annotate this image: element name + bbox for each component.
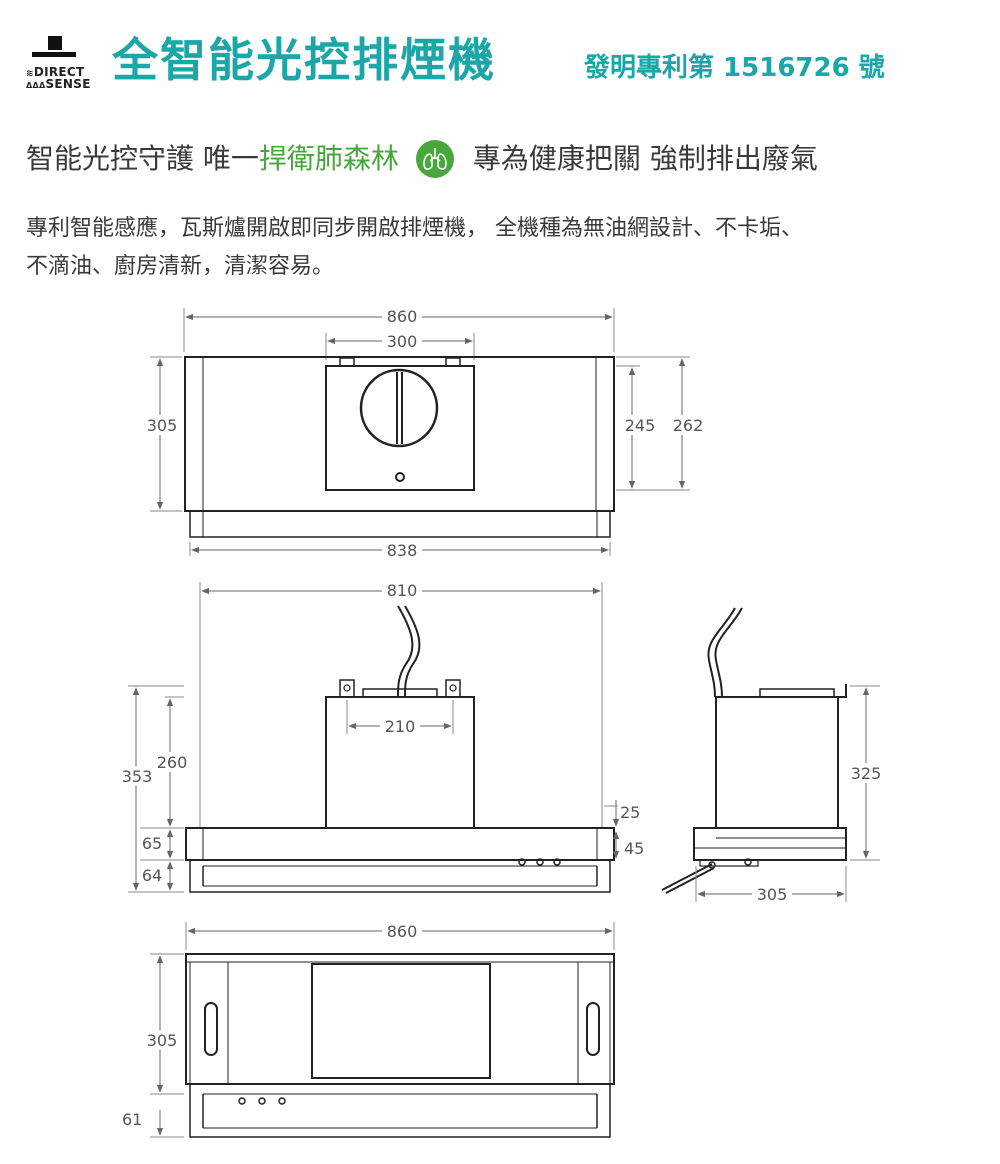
dim-65: 65 — [142, 834, 162, 853]
dim-305-top: 305 — [147, 416, 178, 435]
header: ≋DIRECT ΔΔΔSENSE 全智能光控排煙機 發明專利第 1516726 … — [24, 28, 984, 98]
logo-line1: ≋DIRECT — [26, 65, 85, 79]
bottom-view — [150, 922, 615, 1138]
dim-353: 353 — [122, 767, 153, 786]
side-view — [661, 607, 880, 902]
brand-logo-icon: ≋DIRECT ΔΔΔSENSE — [24, 34, 100, 90]
tagline-highlight: 捍衛肺森林 — [258, 142, 399, 175]
dim-860-top: 860 — [387, 307, 418, 326]
description-line1: 專利智能感應，瓦斯爐開啟即同步開啟排煙機， 全機種為無油網設計、不卡垢、 — [26, 216, 803, 241]
dim-305-bottom: 305 — [147, 1031, 178, 1050]
dim-305-side: 305 — [757, 885, 788, 904]
bottom-view-labels: 860 305 61 — [122, 921, 422, 1129]
tagline-left: 智能光控守護 唯一 — [26, 142, 259, 175]
dim-860-bottom: 860 — [387, 922, 418, 941]
technical-drawing: 860 300 305 245 262 838 — [118, 307, 884, 1138]
side-view-labels: 325 305 — [752, 763, 884, 905]
dim-245: 245 — [625, 416, 656, 435]
dim-262: 262 — [673, 416, 704, 435]
tagline: 智能光控守護 唯一捍衛肺森林 專為健康把關 強制排出廢氣 — [26, 136, 986, 180]
logo-line2: ΔΔΔSENSE — [26, 77, 91, 91]
dim-61: 61 — [122, 1110, 142, 1129]
tagline-right: 專為健康把關 強制排出廢氣 — [472, 142, 818, 175]
dim-838: 838 — [387, 541, 418, 560]
description-line2: 不滴油、廚房清新，清潔容易。 — [26, 254, 335, 279]
front-view — [128, 582, 620, 893]
dim-25: 25 — [620, 803, 640, 822]
dim-260: 260 — [157, 753, 188, 772]
front-view-labels: 810 210 353 260 65 64 25 45 — [118, 580, 644, 885]
dim-210: 210 — [385, 717, 416, 736]
patent-number: 發明專利第 1516726 號 — [584, 53, 885, 83]
dim-810: 810 — [387, 581, 418, 600]
dim-300: 300 — [387, 332, 418, 351]
top-view — [150, 308, 690, 556]
description: 專利智能感應，瓦斯爐開啟即同步開啟排煙機， 全機種為無油網設計、不卡垢、 不滴油… — [26, 210, 986, 286]
lung-icon — [415, 139, 455, 179]
dim-64: 64 — [142, 866, 162, 885]
page-title: 全智能光控排煙機 — [112, 33, 496, 87]
dim-45: 45 — [624, 839, 644, 858]
dim-325: 325 — [851, 764, 882, 783]
top-view-labels: 860 300 305 245 262 838 — [144, 307, 706, 560]
